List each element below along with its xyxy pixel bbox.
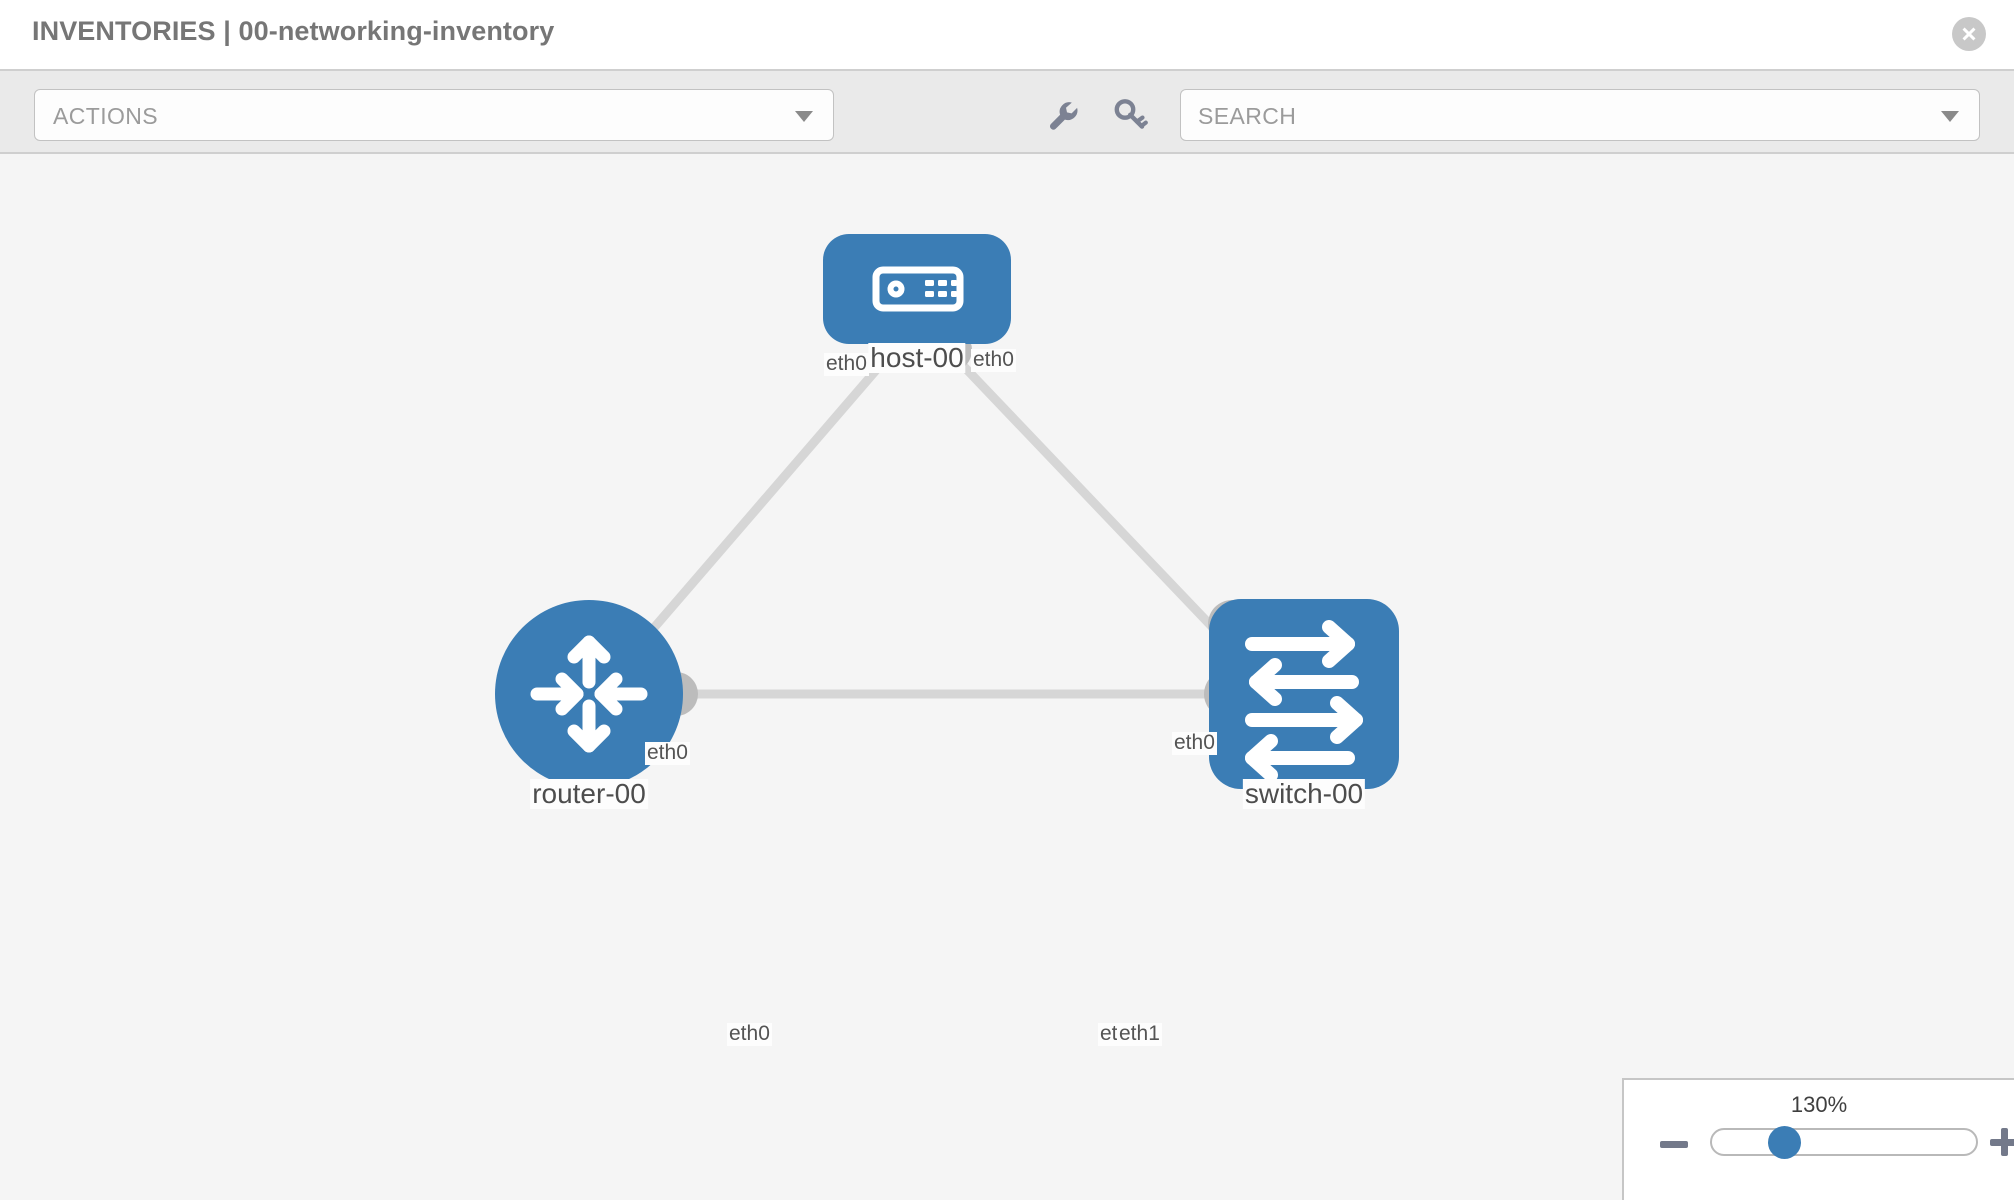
zoom-percent-label: 130% [1790,1092,1848,1117]
title-bar: INVENTORIES | 00-networking-inventory [0,0,2014,69]
router-arrows-icon [530,635,648,753]
zoom-slider-track[interactable] [1710,1128,1978,1156]
zoom-out-button[interactable] [1660,1141,1688,1148]
iface-label-router-eth0-right: eth0 [727,1022,772,1046]
topology-edges [635,349,1243,699]
node-label-router: router-00 [530,778,648,810]
zoom-slider-thumb[interactable] [1768,1126,1801,1159]
edge-host-switch[interactable] [947,349,1243,659]
node-label-host: host-00 [868,342,966,374]
search-input[interactable]: SEARCH [1180,89,1980,141]
node-router-00[interactable] [495,600,683,788]
actions-dropdown[interactable]: ACTIONS [34,89,834,141]
node-switch-00[interactable] [1209,599,1399,789]
zoom-control-panel: 130% [1622,1078,2014,1200]
iface-label-router-eth0-up: eth0 [645,741,690,765]
topology-graph [495,234,1399,789]
iface-label-host-eth0-right: eth0 [971,348,1016,372]
actions-dropdown-label: ACTIONS [53,103,159,129]
chevron-down-icon[interactable] [1941,111,1959,122]
topology-canvas[interactable]: host-00 router-00 switch-00 eth0 eth0 et… [0,154,2014,1200]
edge-host-router[interactable] [635,349,895,649]
key-icon[interactable] [1108,93,1152,137]
search-placeholder: SEARCH [1198,103,1297,129]
close-icon[interactable] [1952,17,1986,51]
chevron-down-icon [795,111,813,122]
node-label-switch: switch-00 [1242,778,1366,810]
iface-label-host-eth0-left: eth0 [824,352,869,376]
server-icon [872,266,964,312]
node-host-00[interactable] [823,234,1011,344]
switch-arrows-icon [1245,620,1363,782]
iface-label-switch-eth1: eth1 [1117,1022,1162,1046]
page-title: INVENTORIES | 00-networking-inventory [32,16,555,46]
zoom-in-button[interactable] [1990,1128,2014,1156]
wrench-icon[interactable] [1041,93,1085,137]
iface-label-switch-eth0-up: eth0 [1172,731,1217,755]
toolbar: ACTIONS SEARCH [0,69,2014,154]
